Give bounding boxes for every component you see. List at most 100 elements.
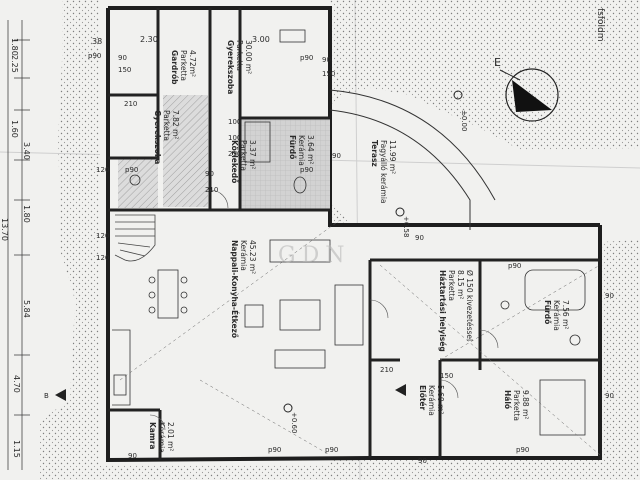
room-furdo2-area: 7.56 m² [561,300,570,329]
room-gardrob-area: 4.72m² [188,50,197,77]
dim-top-1: 38 [92,37,102,46]
dim-left-6: 13.70 [0,218,9,241]
room-gyerek2: Gyerekszoba Parketta 7.82 m² [153,110,180,164]
room-kamra-floor: Kerámia [157,422,166,453]
room-gardrob-floor: Parketta [179,50,188,81]
opening-label: p90 [300,166,313,174]
opening-label: p90 [300,54,313,62]
room-nappali-area: 45.23 m² [248,240,257,274]
opening-label: 90 [605,292,614,300]
room-terasz: Terasz Fagyálló kerámia 11.99 m² [370,140,397,204]
dim-left-5: 1.80 [22,205,31,223]
room-gyerek1-area: 30.00 m² [244,40,253,74]
room-gardrob-name: Gardrób [170,50,179,85]
room-terasz-floor: Fagyálló kerámia [379,140,388,204]
room-gyerek1-floor: Parketta [235,40,244,71]
room-kozlekedo-name: Közlekedő [230,140,239,183]
room-gyerek2-name: Gyerekszoba [153,110,162,164]
opening-label: p90 [268,446,281,454]
opening-label: p90 [88,52,101,60]
stair-landing-fill [118,158,158,208]
room-furdo2: Fürdő Kerámia 7.56 m² [543,300,570,331]
room-furdo1: Fürdő Kerámia 3.64 m² [288,135,315,166]
opening-label: p90 [325,446,338,454]
bathroom-fill [163,95,208,207]
left-dimension-labels: 1.80 2.25 1.60 3.40 1.80 13.70 5.84 4.70… [0,38,31,458]
opening-label: 210 [380,366,393,374]
section-marker-b: B [44,384,406,401]
reference-lines [119,219,601,456]
bath-tiles [240,118,330,210]
elevation-main: ±0.00 [460,110,468,131]
dim-left-8: 4.70 [12,375,21,393]
opening-label: 90 [605,392,614,400]
room-eloter-name: Előtér [418,385,427,411]
opening-label: 90 [415,234,424,242]
room-eloter: Előtér Kerámia 5.60 m² [418,385,445,416]
room-nappali: Nappali-Konyha-Étkező Kerámia 45.23 m² [230,240,257,338]
opening-label: 90 [205,170,214,178]
room-hazt-area: 8.15 m² [456,270,465,299]
room-eloter-floor: Kerámia [427,385,436,416]
dim-left-2: 2.25 [10,55,19,73]
dim-left-9: 1.15 [12,440,21,458]
room-furdo1-area: 3.64 m² [306,135,315,164]
dining-table [148,269,188,319]
room-nappali-floor: Kerámia [239,240,248,271]
room-gardrob: Gardrób Parketta 4.72m² [170,50,197,85]
svg-text:E: E [494,56,501,69]
room-terasz-name: Terasz [370,140,379,167]
room-halo: Háló Parketta 9.88 m² [503,390,530,421]
room-furdo2-name: Fürdő [543,300,552,324]
room-hazt-name: Háztartási helyiség [438,270,447,352]
opening-label: 120 [96,232,109,240]
living-furniture [244,239,364,369]
opening-labels: p90 90 150 120 210 100 90 p90 120 210 p9… [88,52,614,465]
bath-fixtures [129,29,586,436]
dim-top-2: 2.30 [140,35,158,44]
floor-label: fsföldm [595,8,605,42]
room-kozlekedo-area: 3.37 m² [248,140,257,169]
room-kozlekedo: Közlekedő Parketta 3.37 m² [230,140,257,183]
opening-label: 210 [205,186,218,194]
room-hazt-note: Ø 150 kivezetéssel [465,270,474,341]
door-swings [149,189,499,431]
opening-label: 150 [118,66,131,74]
room-halo-name: Háló [503,390,512,409]
top-dimension-labels: 38 2.30 3.00 [92,35,270,46]
room-gyerek1: Gyerekszoba Parketta 30.00 m² [226,40,253,94]
room-kozlekedo-floor: Parketta [239,140,248,171]
left-dimension-chain [7,20,30,470]
room-kamra: Kamra Kerámia 2.01 m² [148,422,175,453]
opening-label: 120 [96,254,109,262]
opening-label: 150 [440,372,453,380]
wing-clearance [330,225,600,460]
opening-label: 120 [96,166,109,174]
room-hazt: Háztartási helyiség Parketta 8.15 m² Ø 1… [438,270,474,352]
room-halo-area: 9.88 m² [521,390,530,419]
room-nappali-name: Nappali-Konyha-Étkező [230,240,239,338]
elevation-living: +0.60 [290,412,298,433]
room-halo-floor: Parketta [512,390,521,421]
dim-left-3: 1.60 [10,120,19,138]
staircase [114,214,156,262]
north-arrow: E [494,56,559,122]
opening-label: 90 [322,56,331,64]
room-gyerek1-name: Gyerekszoba [226,40,235,94]
room-gyerek2-floor: Parketta [162,110,171,141]
dim-top-3: 3.00 [252,35,270,44]
opening-label: 90 [128,452,137,460]
elevation-terrace: +0.58 [402,216,410,237]
dim-left-7: 5.84 [22,300,31,318]
elevation-markers: ±0.00 +0.58 +0.60 [283,90,468,433]
opening-label: p90 [125,166,138,174]
room-kamra-area: 2.01 m² [166,422,175,451]
room-kamra-name: Kamra [148,422,157,449]
dim-left-1: 1.80 [10,38,19,56]
room-furdo1-floor: Kerámia [297,135,306,166]
room-hazt-floor: Parketta [447,270,456,301]
opening-label: 210 [124,100,137,108]
opening-label: p90 [508,262,521,270]
building-clearance [100,0,330,465]
